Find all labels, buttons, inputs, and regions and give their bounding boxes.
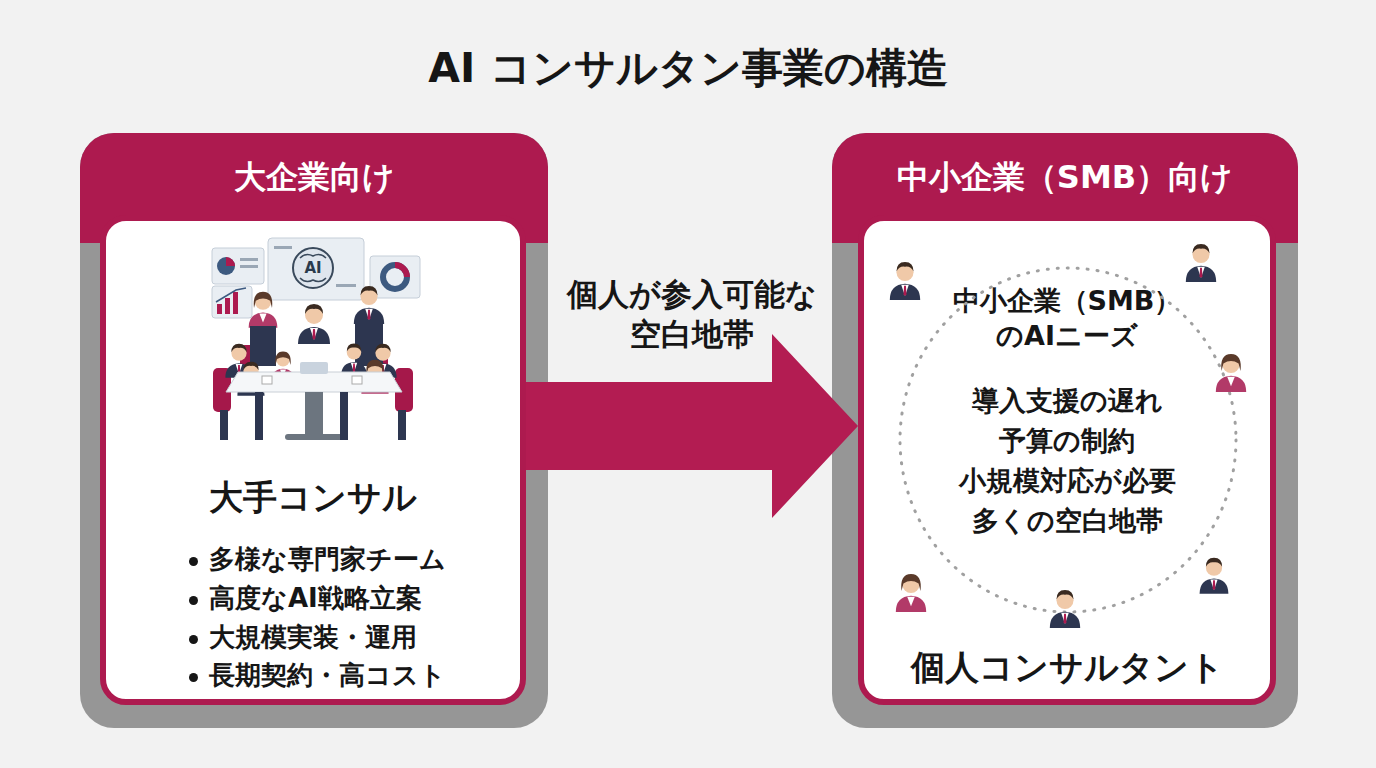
illustration-part	[212, 248, 264, 284]
illustration-part	[372, 345, 388, 375]
diagram-title: AI コンサルタン事業の構造	[0, 42, 1376, 95]
bullet-item: 高度なAI戦略立案	[209, 582, 519, 616]
illustration-part	[271, 352, 295, 382]
illustration-part	[226, 257, 235, 266]
illustration-part	[1186, 244, 1216, 282]
illustration-part	[233, 292, 238, 314]
panel-header: 大企業向け	[80, 157, 548, 199]
illustration-part	[361, 360, 388, 394]
illustration-part	[216, 288, 246, 302]
illustration-part	[285, 434, 343, 440]
illustration-part	[896, 574, 926, 612]
bullet-item: 多様な専門家チーム	[209, 543, 519, 577]
illustration-part	[225, 344, 252, 378]
illustration-part	[341, 344, 367, 376]
illustration-part	[890, 262, 920, 300]
illustration-part	[354, 286, 384, 324]
bullet-item: 長期契約・高コスト	[209, 659, 519, 693]
illustration-part	[240, 258, 258, 261]
card-heading: 個人コンサルタント	[864, 645, 1270, 689]
panel-header: 中小企業（SMB）向け	[832, 157, 1298, 199]
illustration-part	[1216, 354, 1246, 392]
needs-heading: 中小企業（SMB） のAIニーズ	[940, 283, 1194, 353]
illustration-part	[217, 304, 222, 314]
bullet-dot	[189, 635, 198, 644]
illustration-part	[1200, 558, 1229, 594]
needs-item: 予算の制約	[864, 423, 1270, 458]
illustration-part	[226, 372, 402, 392]
illustration-part	[255, 392, 263, 440]
illustration-part	[240, 345, 256, 375]
consultant-network	[890, 244, 1246, 628]
illustration-part	[274, 246, 292, 249]
illustration-part	[336, 284, 356, 287]
illustration-part	[300, 362, 328, 374]
illustration-part	[370, 256, 420, 298]
arrow-label: 個人が参入可能な 空白地帯	[552, 274, 832, 354]
segment-panel: 中小企業（SMB）向け中小企業（SMB） のAIニーズ導入支援の遅れ予算の制約小…	[832, 133, 1298, 728]
illustration-part	[293, 248, 333, 288]
illustration-part	[395, 265, 407, 277]
illustration-part	[212, 286, 252, 318]
illustration-part	[250, 326, 276, 366]
illustration-part	[225, 298, 230, 314]
illustration-part	[298, 304, 330, 344]
content-card: 中小企業（SMB） のAIニーズ導入支援の遅れ予算の制約小規模対応が必要多くの空…	[858, 215, 1276, 705]
needs-item: 多くの空白地帯	[864, 503, 1270, 538]
illustration-part	[305, 392, 323, 436]
segment-panel: 大企業向け大手コンサル多様な専門家チーム高度なAI戦略立案大規模実装・運用長期契…	[80, 133, 548, 728]
illustration-part	[237, 362, 264, 396]
illustration-part	[395, 368, 413, 412]
illustration-part	[369, 344, 396, 378]
illustration-part	[1050, 590, 1080, 628]
illustration-part	[383, 265, 407, 289]
illustration-part	[340, 392, 348, 440]
content-card: 大手コンサル多様な専門家チーム高度なAI戦略立案大規模実装・運用長期契約・高コス…	[100, 215, 526, 705]
illustration-part	[398, 410, 406, 440]
illustration-part	[268, 238, 364, 300]
illustration-part	[240, 265, 258, 268]
bullet-dot	[189, 596, 198, 605]
bullet-dot	[189, 673, 198, 682]
illustration-part	[213, 368, 231, 412]
illustration-part	[900, 268, 1236, 612]
block-arrow	[526, 334, 858, 518]
illustration-part	[355, 322, 383, 366]
illustration-part	[249, 292, 278, 328]
illustration-part	[300, 254, 326, 258]
illustration-part	[352, 376, 362, 384]
illustration-part	[220, 410, 228, 440]
card-heading: 大手コンサル	[106, 475, 520, 519]
meeting-illustration	[212, 238, 420, 440]
needs-item: 導入支援の遅れ	[864, 383, 1270, 418]
needs-item: 小規模対応が必要	[864, 463, 1270, 498]
bullet-item: 大規模実装・運用	[209, 621, 519, 655]
illustration-part	[262, 376, 272, 384]
bullet-dot	[189, 557, 198, 566]
illustration-part	[300, 278, 326, 282]
illustration-part	[217, 257, 235, 275]
